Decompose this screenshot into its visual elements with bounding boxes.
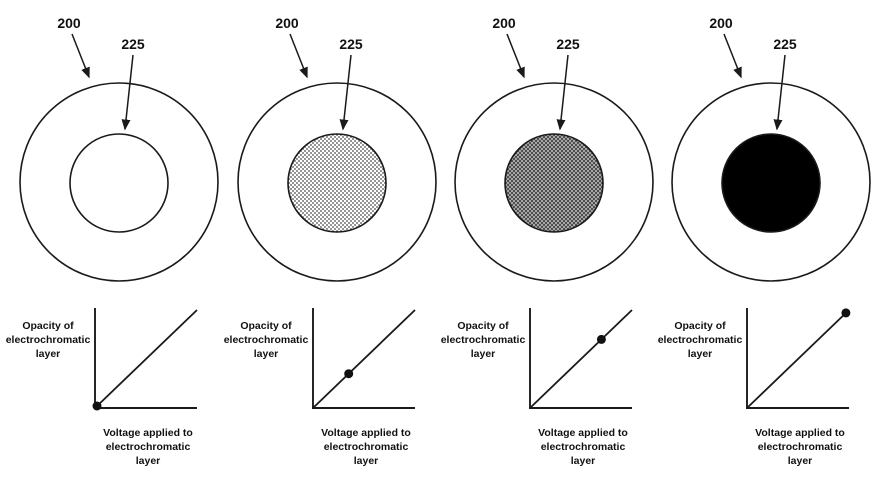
graph-x-axis-label-line1: Voltage applied to <box>321 427 411 439</box>
ref-arrow-225 <box>773 54 786 131</box>
graph-response-line <box>312 309 416 409</box>
opacity-voltage-graph-1: Opacity of electrochromatic layer Voltag… <box>6 308 198 467</box>
lens-outer-circle <box>237 82 437 282</box>
ref-label-200: 200 <box>709 15 733 31</box>
graph-x-axis-label-line1: Voltage applied to <box>538 427 628 439</box>
ref-label-225: 225 <box>121 36 145 52</box>
ref-label-200: 200 <box>492 15 516 31</box>
graph-y-axis-label-line3: layer <box>688 348 713 360</box>
graph-operating-point-dot <box>596 334 606 344</box>
graph-y-axis-label-line1: Opacity of <box>240 320 292 332</box>
graph-x-axis-label-line2: electrochromatic <box>541 441 626 453</box>
electrochromatic-layer-circle <box>287 133 387 233</box>
graph-x-axis-label-line3: layer <box>571 455 596 467</box>
graph-y-axis-label-line3: layer <box>254 348 279 360</box>
graph-y-axis-label-line1: Opacity of <box>674 320 726 332</box>
graph-operating-point-dot <box>841 308 851 318</box>
lens-outer-circle <box>671 82 871 282</box>
electrochromatic-layer-circle <box>504 133 604 233</box>
graph-x-axis-label-line3: layer <box>136 455 161 467</box>
ref-arrow-200 <box>71 33 90 79</box>
graph-operating-point-dot <box>92 401 102 411</box>
lens-outer-circle <box>19 82 219 282</box>
ref-label-200: 200 <box>275 15 299 31</box>
graph-y-axis-label-line2: electrochromatic <box>224 334 309 346</box>
lens-panel-2: 200 225 Opacity of electrochromatic laye… <box>224 15 437 467</box>
opacity-voltage-graph-3: Opacity of electrochromatic layer Voltag… <box>441 308 633 467</box>
graph-y-axis-label-line2: electrochromatic <box>6 334 91 346</box>
electrochromatic-layer-circle <box>69 133 169 233</box>
lens-outer-circle <box>454 82 654 282</box>
graph-x-axis-label-line1: Voltage applied to <box>755 427 845 439</box>
graph-x-axis-label-line3: layer <box>788 455 813 467</box>
graph-x-axis-label-line3: layer <box>354 455 379 467</box>
graph-y-axis-label-line1: Opacity of <box>457 320 509 332</box>
ref-label-200: 200 <box>57 15 81 31</box>
graph-response-line <box>529 309 633 409</box>
ref-arrow-225 <box>556 54 569 131</box>
ref-label-225: 225 <box>556 36 580 52</box>
graph-x-axis-label-line2: electrochromatic <box>324 441 409 453</box>
ref-arrow-225 <box>339 54 352 131</box>
ref-label-225: 225 <box>339 36 363 52</box>
opacity-voltage-graph-2: Opacity of electrochromatic layer Voltag… <box>224 308 416 467</box>
graph-y-axis-label-line3: layer <box>471 348 496 360</box>
lens-panel-1: 200 225 Opacity of electrochromatic laye… <box>6 15 219 467</box>
graph-x-axis-label-line1: Voltage applied to <box>103 427 193 439</box>
lens-panel-4: 200 225 Opacity of electrochromatic laye… <box>658 15 871 467</box>
graph-y-axis-label-line2: electrochromatic <box>658 334 743 346</box>
electrochromatic-layer-circle <box>721 133 821 233</box>
graph-response-line <box>746 309 850 409</box>
ref-arrow-200 <box>289 33 308 79</box>
ref-arrow-225 <box>121 54 134 131</box>
graph-x-axis-label-line2: electrochromatic <box>106 441 191 453</box>
graph-response-line <box>94 309 198 409</box>
graph-y-axis-label-line2: electrochromatic <box>441 334 526 346</box>
ref-arrow-200 <box>723 33 742 79</box>
opacity-voltage-graph-4: Opacity of electrochromatic layer Voltag… <box>658 308 851 467</box>
graph-x-axis-label-line2: electrochromatic <box>758 441 843 453</box>
graph-y-axis-label-line3: layer <box>36 348 61 360</box>
graph-y-axis-label-line1: Opacity of <box>22 320 74 332</box>
lens-panel-3: 200 225 Opacity of electrochromatic laye… <box>441 15 654 467</box>
ref-arrow-200 <box>506 33 525 79</box>
graph-operating-point-dot <box>344 369 354 379</box>
ref-label-225: 225 <box>773 36 797 52</box>
